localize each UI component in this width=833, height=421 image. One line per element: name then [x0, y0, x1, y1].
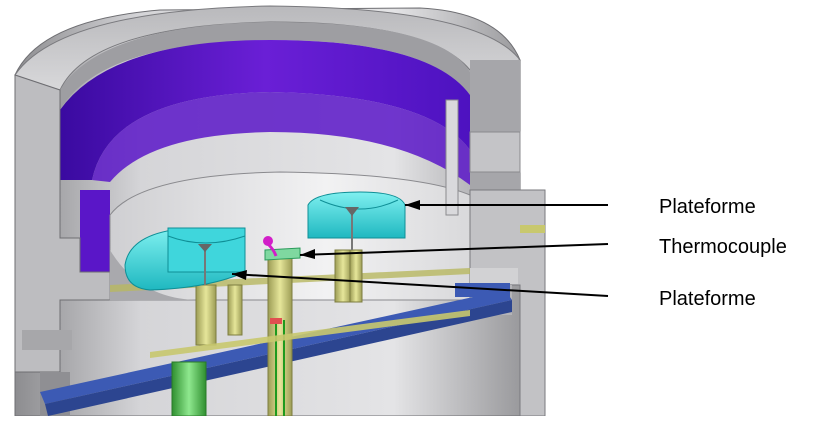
- leader-line-2: [299, 243, 609, 256]
- support-rods: [150, 249, 470, 417]
- label-plateforme-top: Plateforme: [659, 196, 756, 218]
- leader-lines: [231, 200, 609, 297]
- label-plateforme-bottom: Plateforme: [659, 288, 756, 310]
- green-tube: [171, 361, 207, 417]
- label-thermocouple: Thermocouple: [659, 236, 787, 258]
- platform-cyan-part: [307, 191, 406, 250]
- leader-line-3: [231, 273, 609, 297]
- thermocouple-probe: [263, 236, 301, 261]
- platform-cyan-part: [124, 227, 246, 291]
- purple-ring: [60, 40, 470, 272]
